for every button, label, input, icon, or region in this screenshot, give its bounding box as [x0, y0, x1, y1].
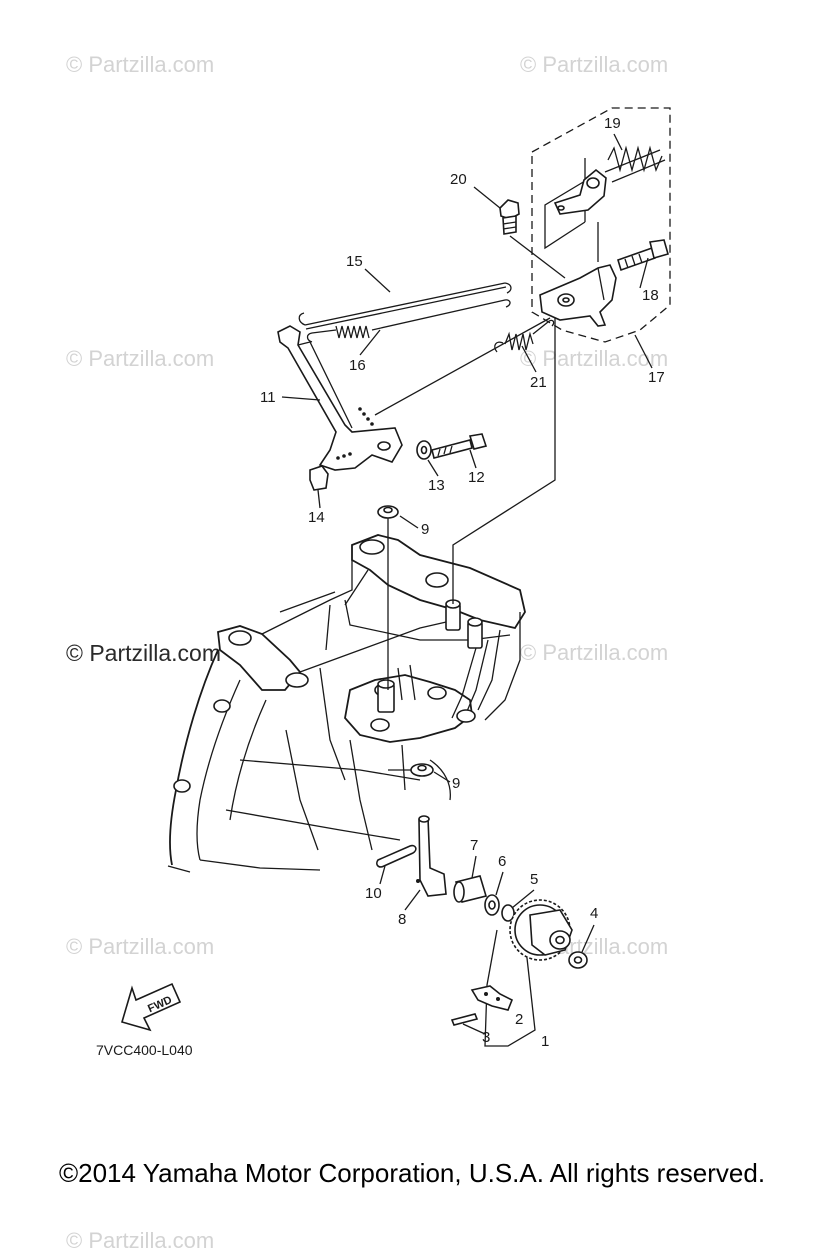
callout-20: 20 — [450, 171, 467, 188]
watermark: © Partzilla.com — [66, 52, 215, 77]
clip-part — [501, 904, 515, 922]
weight-part — [470, 985, 514, 1011]
callout-17: 17 — [648, 369, 665, 386]
callout-9-lower: 9 — [452, 775, 460, 792]
watermark: © Partzilla.com — [520, 52, 669, 77]
watermark: © Partzilla.com — [66, 346, 215, 371]
callout-16: 16 — [349, 357, 366, 374]
pin-part — [450, 1013, 479, 1026]
callout-13: 13 — [428, 477, 445, 494]
watermark: © Partzilla.com — [66, 640, 221, 666]
bracket-part — [539, 264, 617, 327]
engine-casing — [167, 534, 526, 873]
governor-lever — [277, 325, 403, 471]
bolt-part — [431, 433, 488, 459]
assembly-box — [531, 107, 671, 343]
shaft-part — [416, 815, 447, 897]
bracket-part — [553, 168, 607, 215]
callout-12: 12 — [468, 469, 485, 486]
bolt-part — [499, 199, 520, 235]
callout-4: 4 — [590, 905, 598, 922]
callout-10: 10 — [365, 885, 382, 902]
callout-5: 5 — [530, 871, 538, 888]
callout-14: 14 — [308, 509, 325, 526]
pin-part — [376, 844, 417, 868]
callout-leaders — [281, 133, 653, 953]
spring-part — [306, 299, 511, 343]
sleeve-part — [453, 875, 488, 903]
watermark: © Partzilla.com — [66, 1228, 215, 1253]
callout-8: 8 — [398, 911, 406, 928]
governor-rod — [298, 282, 512, 330]
watermark: © Partzilla.com — [520, 640, 669, 665]
copyright-notice: ©2014 Yamaha Motor Corporation, U.S.A. A… — [58, 1158, 766, 1188]
callout-11: 11 — [260, 389, 276, 406]
callout-9-upper: 9 — [421, 521, 429, 538]
spring-part — [494, 319, 555, 353]
diagram-code: 7VCC400-L040 — [96, 1042, 193, 1058]
parts-diagram: FWD 1 2 3 4 5 6 7 8 9 9 10 11 12 13 14 1… — [121, 107, 671, 1050]
callout-3: 3 — [482, 1029, 490, 1046]
callout-numbers: 1 2 3 4 5 6 7 8 9 9 10 11 12 13 14 15 16… — [260, 115, 665, 1050]
callout-7: 7 — [470, 837, 478, 854]
bolt-part — [617, 239, 669, 272]
callout-21: 21 — [530, 374, 547, 391]
fwd-arrow-icon: FWD — [121, 982, 182, 1032]
callout-2: 2 — [515, 1011, 523, 1028]
clip-part — [309, 465, 329, 491]
callout-18: 18 — [642, 287, 659, 304]
callout-6: 6 — [498, 853, 506, 870]
watermark: © Partzilla.com — [66, 934, 215, 959]
callout-19: 19 — [604, 115, 621, 132]
callout-1: 1 — [541, 1033, 549, 1050]
governor-gear — [509, 899, 573, 961]
spring-part — [604, 145, 666, 183]
callout-15: 15 — [346, 253, 363, 270]
